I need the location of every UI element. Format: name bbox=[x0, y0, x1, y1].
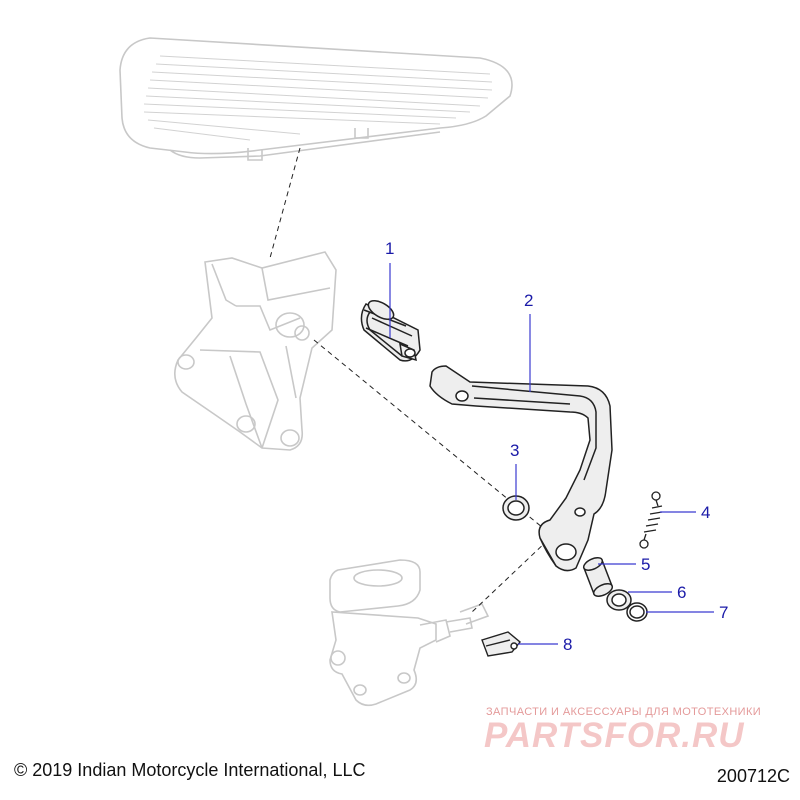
retaining-ring bbox=[626, 602, 648, 622]
callout-7: 7 bbox=[719, 603, 728, 622]
washer-part-6 bbox=[606, 589, 632, 611]
callout-1: 1 bbox=[385, 239, 394, 258]
callout-leaders bbox=[389, 263, 714, 645]
callout-4: 4 bbox=[701, 503, 710, 522]
pedal-lever bbox=[429, 365, 613, 572]
assembly-lines bbox=[269, 147, 549, 613]
return-spring bbox=[639, 491, 663, 549]
watermark-brand: PARTSFOR.RU bbox=[484, 716, 745, 755]
footboard-to-bracket-line bbox=[269, 147, 301, 259]
master-cylinder bbox=[329, 559, 490, 707]
clip bbox=[481, 631, 521, 657]
callout-numbers: 1 2 3 4 5 6 7 8 bbox=[385, 239, 728, 654]
copyright-text: © 2019 Indian Motorcycle International, … bbox=[14, 760, 366, 780]
callout-5: 5 bbox=[641, 555, 650, 574]
callout-6: 6 bbox=[677, 583, 686, 602]
footboard bbox=[119, 37, 513, 161]
mounting-bracket bbox=[174, 251, 337, 451]
watermark-tagline: ЗАПЧАСТИ И АКСЕССУАРЫ ДЛЯ МОТОТЕХНИКИ bbox=[486, 706, 762, 718]
pedal-pad bbox=[360, 299, 421, 362]
callout-3: 3 bbox=[510, 441, 519, 460]
pedal-to-master-cylinder-line bbox=[471, 539, 549, 613]
drawing-id: 200712C bbox=[716, 766, 790, 786]
callout-2: 2 bbox=[524, 291, 533, 310]
bushing bbox=[582, 557, 614, 597]
callout-8: 8 bbox=[563, 635, 572, 654]
